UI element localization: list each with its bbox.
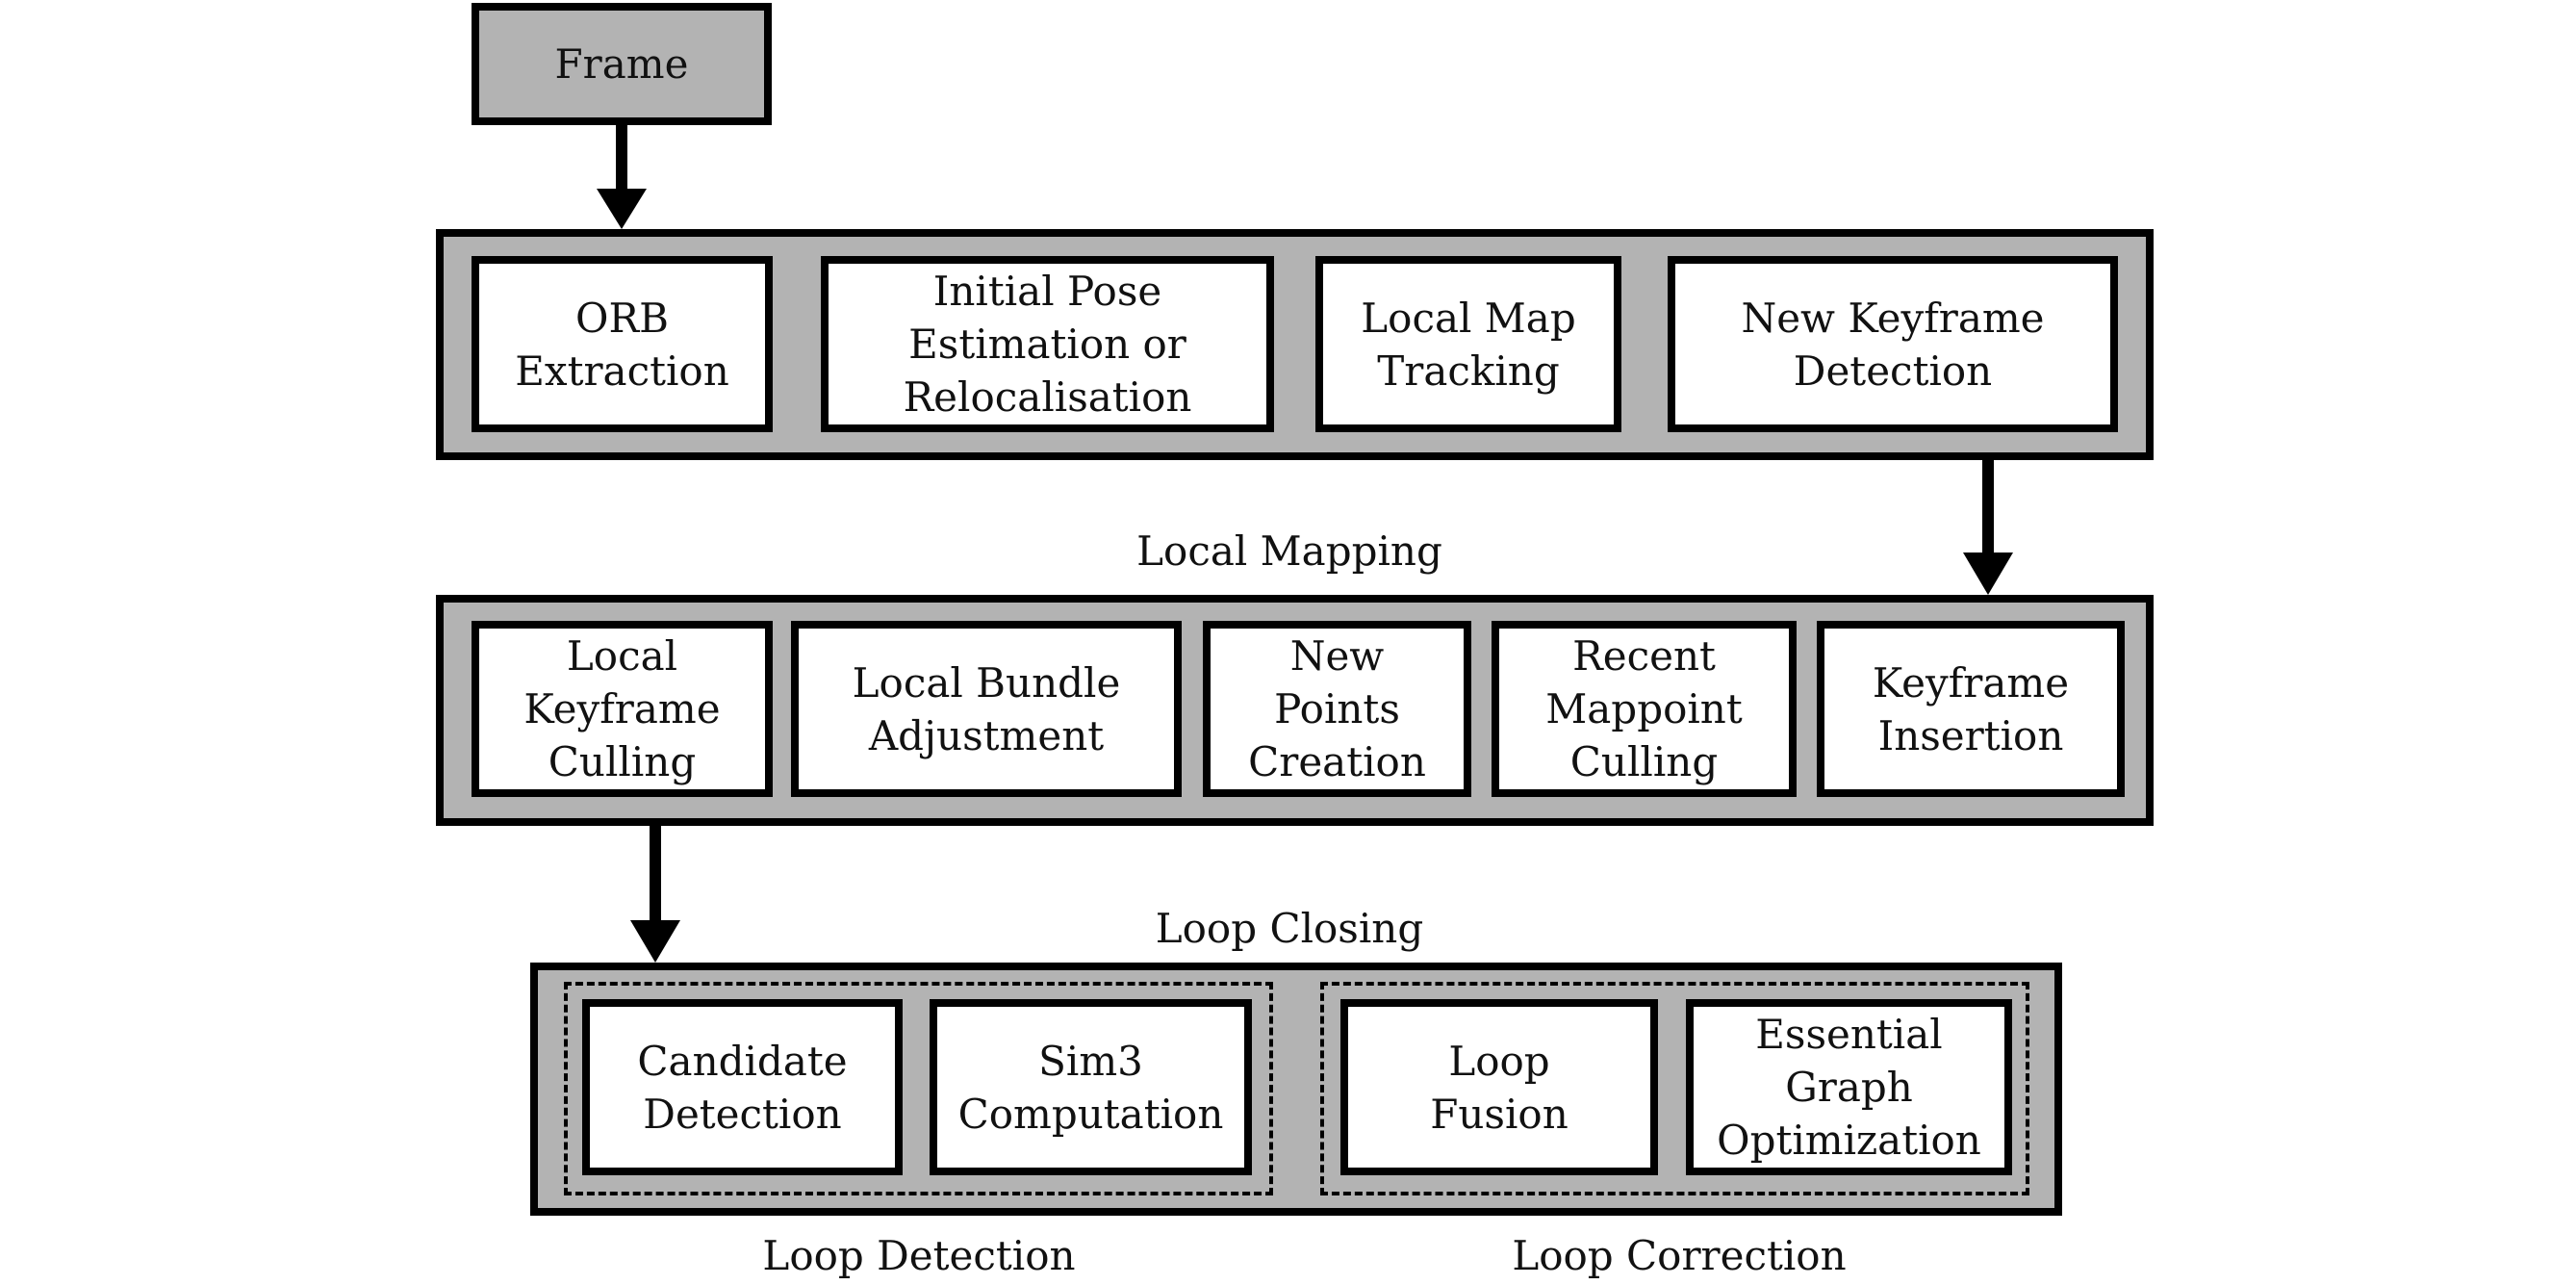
sim3-computation-box: Sim3 Computation <box>930 999 1252 1175</box>
local-map-tracking-box: Local Map Tracking <box>1315 256 1621 432</box>
frame-label: Frame <box>554 40 689 88</box>
loop-correction-group <box>1320 982 2029 1195</box>
new-keyframe-detection-box: New Keyframe Detection <box>1668 256 2118 432</box>
keyframe-insertion-box: Keyframe Insertion <box>1817 621 2125 797</box>
new-points-creation-box: New Points Creation <box>1203 621 1471 797</box>
recent-mappoint-culling-box: Recent Mappoint Culling <box>1492 621 1797 797</box>
arrow-frame-to-tracking <box>597 125 647 229</box>
orb-extraction-box: ORB Extraction <box>472 256 773 432</box>
essential-graph-optimization-box: Essential Graph Optimization <box>1686 999 2012 1175</box>
local-keyframe-culling-box: Local Keyframe Culling <box>472 621 773 797</box>
local-bundle-adjustment-box: Local Bundle Adjustment <box>791 621 1182 797</box>
candidate-detection-box: Candidate Detection <box>582 999 903 1175</box>
frame-box: Frame <box>472 3 772 125</box>
initial-pose-estimation-box: Initial Pose Estimation or Relocalisatio… <box>821 256 1274 432</box>
arrow-tracking-to-local-mapping <box>1963 460 2013 595</box>
local-mapping-title: Local Mapping <box>1136 527 1442 575</box>
arrow-local-mapping-to-loop-closing <box>630 824 680 963</box>
loop-fusion-box: Loop Fusion <box>1340 999 1658 1175</box>
loop-detection-group <box>564 982 1273 1195</box>
loop-detection-label: Loop Detection <box>762 1232 1076 1279</box>
loop-correction-label: Loop Correction <box>1512 1232 1847 1279</box>
loop-closing-title: Loop Closing <box>1155 905 1424 952</box>
